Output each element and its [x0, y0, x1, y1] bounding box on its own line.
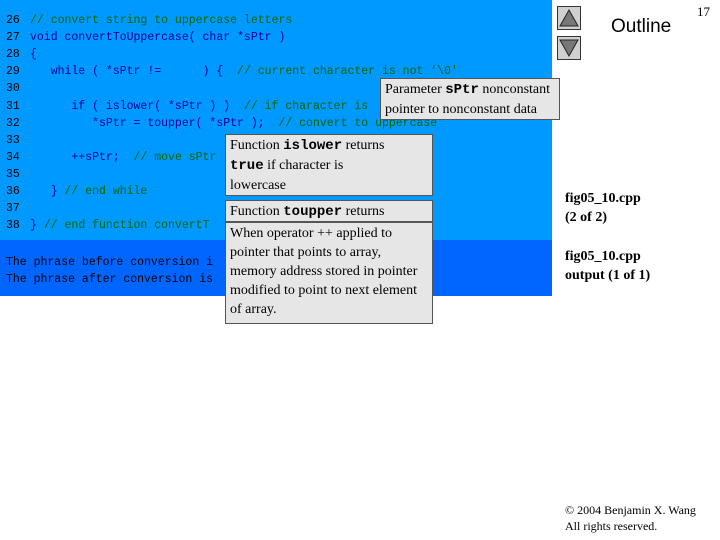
file-label-code: fig05_10.cpp (2 of 2) [565, 191, 641, 225]
code-text: while ( *sPtr != ) { [30, 65, 238, 79]
code-line: 32 *sPtr = toupper( *sPtr ); // convert … [6, 117, 437, 130]
output-line-2: The phrase after conversion is [6, 273, 214, 286]
code-line: 38} // end function convertT [6, 219, 209, 232]
callout-increment: When operator ++ applied to pointer that… [225, 222, 433, 324]
line-number: 32 [6, 116, 20, 130]
output-line-1: The phrase before conversion i [6, 256, 214, 269]
code-line: 33 [6, 134, 30, 147]
callout-sptr: Parameter sPtr nonconstant pointer to no… [380, 78, 560, 120]
page-number: 17 [697, 4, 710, 19]
callout-islower: Function islower returns true if charact… [225, 134, 433, 196]
code-line: 37 [6, 202, 30, 215]
line-number: 37 [6, 202, 20, 216]
line-number: 28 [6, 48, 20, 62]
code-line: 28 { [6, 48, 37, 61]
line-number: 29 [6, 65, 20, 79]
code-text: { [30, 48, 37, 62]
code-comment: // end function convertT [43, 219, 210, 233]
code-line: 29 while ( *sPtr != ) { // current chara… [6, 65, 458, 78]
line-number: 30 [6, 82, 20, 96]
code-line: 34 ++sPtr; // move sPtr [6, 151, 216, 164]
line-number: 34 [6, 150, 20, 164]
line-number: 26 [6, 14, 20, 27]
line-number: 33 [6, 133, 20, 147]
code-line: 35 [6, 168, 30, 181]
code-line: 31 if ( islower( *sPtr ) ) // if charact… [6, 100, 368, 113]
code-text: if ( islower( *sPtr ) ) [30, 99, 244, 113]
code-text: } [30, 185, 65, 198]
callout-toupper: Function toupper returns [225, 200, 433, 222]
scroll-up-button[interactable] [557, 6, 581, 30]
code-text: } [30, 219, 44, 233]
file-label-output: fig05_10.cpp output (1 of 1) [565, 249, 651, 283]
code-text: void convertToUppercase( char *sPtr ) [30, 31, 286, 45]
code-comment: // current character is not '\0' [237, 65, 458, 79]
triangle-down-icon [559, 39, 579, 58]
line-number: 27 [6, 31, 20, 45]
line-number: 35 [6, 167, 20, 181]
code-comment: // if character is [243, 99, 369, 113]
code-line: 27 void convertToUppercase( char *sPtr ) [6, 31, 285, 44]
code-comment: // end while [64, 185, 148, 198]
copyright: © 2004 Benjamin X. Wang All rights reser… [565, 503, 696, 533]
code-line: 30 [6, 82, 30, 95]
line-number: 38 [6, 219, 20, 233]
outline-title[interactable]: Outline [611, 16, 672, 37]
scroll-down-button[interactable] [557, 36, 581, 60]
code-line: 26 // convert string to uppercase letters [6, 14, 292, 27]
code-comment: // convert string to uppercase letters [30, 14, 293, 27]
code-text: ++sPtr; [30, 150, 134, 164]
line-number: 31 [6, 99, 20, 113]
line-number: 36 [6, 185, 20, 198]
code-line: 36 } // end while [6, 185, 147, 198]
code-comment: // move sPtr [133, 150, 217, 164]
code-text: *sPtr = toupper( *sPtr ); [30, 116, 279, 130]
triangle-up-icon [559, 8, 579, 27]
